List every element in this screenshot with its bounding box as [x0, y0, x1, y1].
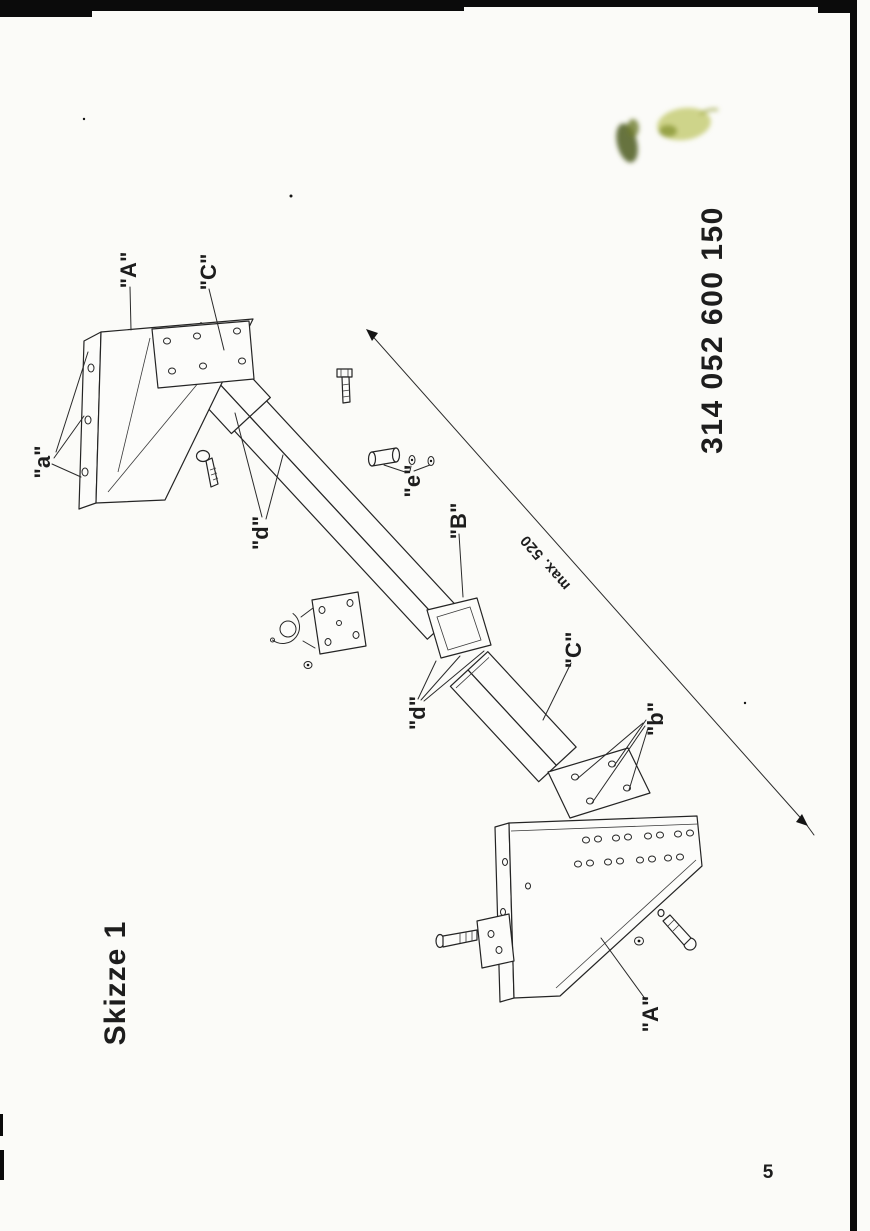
nut-e-1 [408, 455, 416, 465]
bolt-bottom-left [435, 929, 478, 949]
spacer-sleeve-e [367, 447, 435, 467]
hole-row-lower [574, 853, 684, 868]
scan-specks [82, 117, 747, 705]
scan-artifact-top-bar [0, 0, 856, 17]
label-tube-opening-b: "B" [446, 503, 471, 540]
leader-lines [51, 286, 649, 1001]
hole-plate-b [547, 747, 651, 819]
scan-artifact-right-edge [850, 0, 857, 1231]
label-sleeve-top-c: "C" [196, 254, 221, 291]
dimension-label: max. 520 [517, 532, 574, 594]
label-sleeve-bottom-c: "C" [561, 632, 586, 669]
tube-open-end [426, 597, 492, 659]
highlighter-mark [616, 107, 719, 163]
bolt-bottom-right [634, 908, 697, 951]
label-tube-d-upper: "d" [248, 516, 273, 550]
mounting-pad-top [151, 320, 255, 389]
nut-bottom [634, 936, 644, 946]
eye-hook [272, 613, 300, 644]
scan-artifact-left-edge-marks [0, 1114, 4, 1180]
sleeve-bottom [449, 651, 577, 783]
page-number: 5 [763, 1162, 774, 1183]
part-number: 314 052 600 150 [696, 206, 729, 454]
end-plate-bottom [494, 815, 703, 1003]
end-plate-top [78, 318, 255, 510]
bolt-top [336, 368, 353, 404]
callout-labels: "A" "C" "a" "d" "e" "B" "d" "C" "b" "A" [30, 252, 668, 1033]
hole-row-upper [582, 829, 694, 844]
bolt-mid-left [195, 449, 219, 488]
label-flange-holes-a: "a" [30, 445, 55, 478]
label-tube-d-lower: "d" [405, 696, 430, 730]
label-plate-bottom-a: "A" [638, 996, 663, 1033]
nut-e-2 [427, 456, 435, 466]
label-small-parts-e: "e" [400, 464, 425, 497]
mounting-pad-bottom [476, 913, 515, 969]
sketch-title: Skizze 1 [99, 921, 132, 1046]
label-plate-holes-b: "b" [643, 702, 668, 736]
towing-eye-bracket [270, 591, 367, 669]
label-plate-top-a: "A" [116, 252, 141, 289]
nut-small [303, 661, 313, 669]
